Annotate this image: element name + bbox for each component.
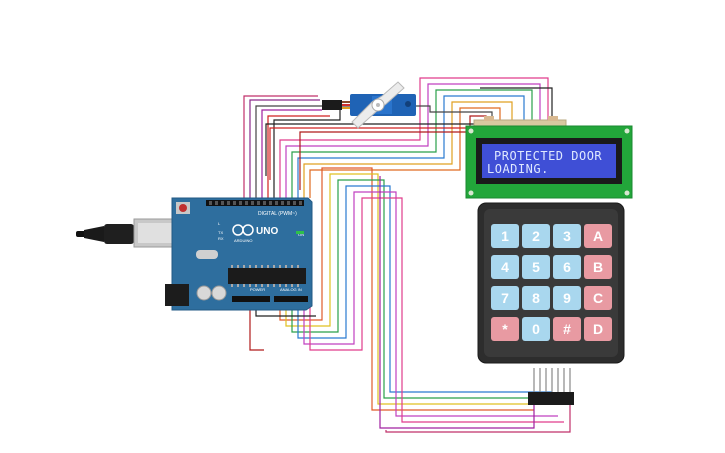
key-label: 3: [563, 228, 571, 244]
keypad-key[interactable]: [553, 224, 581, 248]
digital-header-pins: [209, 201, 302, 205]
keypad-key[interactable]: [553, 286, 581, 310]
wire: [297, 185, 552, 393]
wire: [285, 83, 541, 198]
wire: [291, 179, 546, 399]
capacitor: [196, 285, 212, 301]
keypad-key[interactable]: [584, 286, 612, 310]
key-label: 5: [532, 259, 540, 275]
wire: [249, 310, 264, 351]
lcd-module: PROTECTED DOOR LOADING.: [465, 116, 633, 199]
model-label: UNO: [256, 226, 278, 237]
keypad-key[interactable]: [584, 255, 612, 279]
keypad-key[interactable]: [553, 255, 581, 279]
key-label: 6: [563, 259, 571, 275]
usb-cable-icon: [76, 218, 177, 248]
wire: [255, 105, 493, 198]
wire: [279, 77, 549, 198]
keypad-key[interactable]: [522, 224, 550, 248]
wire: [309, 197, 564, 423]
key-label: 0: [532, 321, 540, 337]
key-label: *: [502, 321, 508, 337]
crystal: [196, 250, 218, 259]
keypad-key[interactable]: [522, 286, 550, 310]
wire: [261, 109, 322, 198]
servo-connector: [322, 100, 342, 110]
capacitor: [211, 285, 227, 301]
wire: [267, 115, 330, 198]
arduino-uno-board[interactable]: DIGITAL (PWM~) UNO ARDUINO TX RX L ON: [165, 197, 313, 311]
wire: [379, 176, 535, 429]
analog-label: ANALOG IN: [280, 287, 302, 292]
keypad-key[interactable]: [522, 255, 550, 279]
on-led: [296, 231, 304, 234]
power-label: POWER: [250, 287, 265, 292]
wire: [309, 107, 501, 198]
key-label: 8: [532, 290, 540, 306]
keypad-key[interactable]: [522, 317, 550, 341]
wire: [297, 95, 525, 198]
wire: [385, 405, 571, 433]
analog-header[interactable]: [274, 296, 308, 302]
servo-motor-icon[interactable]: [322, 81, 416, 129]
wire: [303, 101, 513, 198]
key-label: B: [593, 259, 603, 275]
digital-header[interactable]: [206, 200, 304, 206]
keypad-connector[interactable]: [528, 392, 574, 405]
key-label: D: [593, 321, 603, 337]
atmega-chip: [228, 268, 306, 284]
power-jack: [165, 284, 189, 306]
key-label: 1: [501, 228, 509, 244]
key-label: 2: [532, 228, 540, 244]
power-header[interactable]: [232, 296, 270, 302]
reset-button-icon[interactable]: [176, 202, 190, 214]
on-label: ON: [298, 232, 304, 237]
keypad-key[interactable]: [491, 317, 519, 341]
key-label: A: [593, 228, 603, 244]
key-label: 7: [501, 290, 509, 306]
key-label: C: [593, 290, 603, 306]
keypad-4x4: 1 2 3 A 4 5 6 B 7 8 9 C * 0 # D: [477, 202, 625, 405]
lcd-screen: [482, 144, 616, 178]
wire: [303, 191, 558, 417]
brand-label: ARDUINO: [234, 238, 252, 243]
key-label: 9: [563, 290, 571, 306]
wire: [273, 108, 341, 198]
keypad-key[interactable]: [553, 317, 581, 341]
keypad-key[interactable]: [491, 286, 519, 310]
chip-pins: [231, 265, 299, 287]
wire: [279, 167, 534, 411]
rx-label: RX: [218, 236, 224, 241]
lcd-line-1: PROTECTED DOOR: [494, 149, 602, 163]
l-label: L: [218, 221, 221, 226]
digital-label: DIGITAL (PWM~): [258, 211, 297, 217]
keypad-key[interactable]: [584, 317, 612, 341]
lcd-resistors: [484, 116, 558, 121]
key-label: #: [563, 321, 571, 337]
wire: [285, 173, 540, 405]
keypad-key[interactable]: [491, 255, 519, 279]
wire: [299, 115, 487, 190]
wire: [291, 89, 533, 198]
lcd-line-2: LOADING.: [487, 162, 549, 176]
arduino-logo-icon: [232, 224, 254, 236]
tx-label: TX: [218, 230, 223, 235]
keypad-key[interactable]: [491, 224, 519, 248]
key-label: 4: [501, 259, 509, 275]
keypad-key[interactable]: [584, 224, 612, 248]
